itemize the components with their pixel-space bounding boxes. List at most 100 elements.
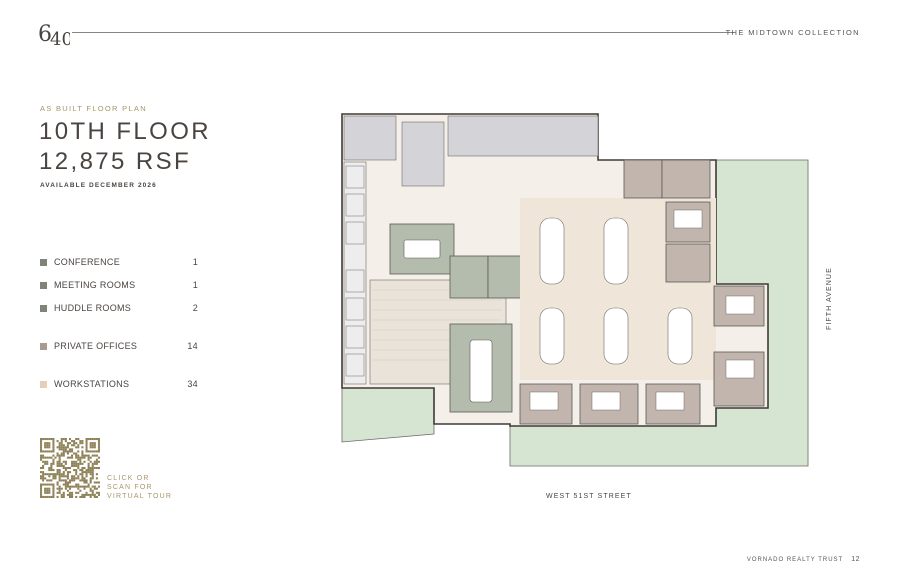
qr-module [85, 475, 88, 478]
legend-label: WORKSTATIONS [54, 379, 130, 389]
qr-module [91, 466, 94, 470]
virtual-tour-qr-code[interactable] [40, 438, 100, 498]
qr-module [95, 487, 98, 490]
qr-module [58, 479, 61, 482]
legend-meeting-rooms: MEETING ROOMS 1 [40, 280, 198, 292]
qr-module [77, 444, 80, 447]
qr-module [56, 481, 59, 484]
qr-module [58, 471, 61, 474]
qr-module [52, 440, 55, 443]
qr-module [93, 485, 96, 488]
qr-module [91, 464, 94, 467]
qr-module [40, 487, 43, 490]
qr-module [44, 462, 47, 465]
qr-module [62, 475, 65, 478]
plan-eyebrow: AS BUILT FLOOR PLAN [40, 104, 147, 113]
qr-module [42, 475, 45, 478]
qr-module [71, 464, 74, 467]
qr-module [71, 440, 74, 443]
qr-module [75, 473, 78, 476]
qr-module [81, 442, 84, 445]
qr-module [89, 438, 92, 441]
qr-module [83, 487, 86, 490]
qr-module [97, 438, 100, 441]
qr-module [79, 473, 82, 476]
qr-module [79, 460, 82, 463]
qr-module [93, 466, 96, 470]
qr-module [89, 473, 92, 476]
qr-module [58, 475, 61, 478]
qr-module [89, 479, 92, 482]
legend-label: HUDDLE ROOMS [54, 303, 132, 313]
qr-module [64, 481, 67, 484]
qr-module [97, 448, 100, 451]
qr-module [62, 483, 65, 486]
qr-module [64, 440, 67, 443]
qr-module [48, 446, 51, 449]
qr-module [46, 479, 49, 482]
qr-module [44, 450, 47, 453]
qr-module [50, 438, 53, 441]
qr-module [48, 438, 51, 441]
qr-module [48, 469, 51, 472]
qr-module [46, 495, 49, 498]
qr-module [68, 471, 72, 474]
qr-module [83, 460, 86, 463]
qr-module [87, 462, 90, 465]
qr-module [44, 442, 47, 445]
qr-module [66, 483, 69, 486]
qr-module [56, 491, 59, 494]
qr-module [40, 454, 43, 457]
legend-private-offices: PRIVATE OFFICES 14 [40, 341, 198, 353]
qr-module [66, 456, 69, 459]
qr-module [85, 471, 88, 474]
qr-module [95, 462, 98, 465]
qr-module [60, 438, 63, 441]
qr-module [81, 469, 84, 472]
qr-module [87, 469, 90, 472]
qr-module [54, 477, 57, 480]
floor-rsf: 12,875 RSF [39, 148, 192, 175]
qr-module [42, 466, 45, 470]
qr-module [95, 450, 98, 453]
qr-module [46, 460, 49, 463]
qr-module [85, 442, 88, 445]
qr-module [46, 446, 49, 449]
qr-module [58, 446, 61, 449]
qr-module [46, 487, 49, 490]
qr-module [77, 475, 80, 478]
qr-module [64, 479, 67, 482]
qr-module [48, 487, 51, 490]
qr-module [97, 485, 100, 488]
qr-module [58, 489, 61, 492]
qr-module [68, 493, 72, 496]
qr-module [52, 477, 55, 480]
qr-module [66, 444, 69, 447]
qr-module [95, 454, 98, 457]
qr-module [56, 452, 59, 455]
qr-module [58, 491, 61, 494]
qr-module [77, 477, 80, 480]
qr-module [52, 475, 55, 478]
qr-module [58, 469, 61, 472]
qr-module [95, 495, 98, 498]
qr-module [62, 491, 65, 494]
qr-module [42, 473, 45, 476]
legend-label: PRIVATE OFFICES [54, 341, 138, 351]
elevator-cabs [345, 165, 365, 377]
qr-module [75, 452, 78, 455]
qr-module [58, 485, 61, 488]
qr-module [52, 487, 55, 490]
qr-module [77, 483, 80, 486]
qr-module [44, 487, 47, 490]
floor-title: 10TH FLOOR [39, 118, 212, 145]
qr-module [48, 483, 51, 486]
qr-module [52, 448, 55, 451]
qr-module [66, 473, 69, 476]
qr-module [40, 440, 43, 443]
qr-module [83, 466, 86, 470]
qr-module [58, 456, 61, 459]
qr-module [68, 491, 72, 494]
qr-module [40, 483, 43, 486]
virtual-tour-link[interactable]: CLICK OR SCAN FOR VIRTUAL TOUR [107, 474, 172, 501]
